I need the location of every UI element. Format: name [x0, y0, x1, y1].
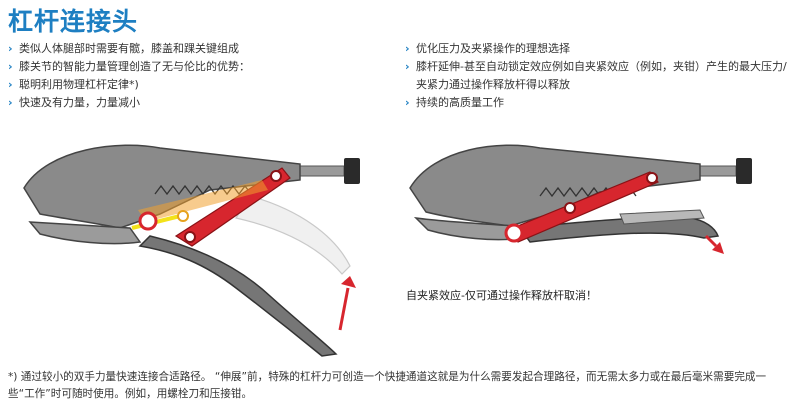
pivot-joint — [646, 172, 658, 184]
ghost-handle — [235, 195, 351, 275]
chevron-right-icon: › — [405, 42, 410, 55]
pivot-joint — [504, 223, 524, 243]
pivot-joint — [564, 202, 576, 214]
arrow-up-icon — [338, 276, 356, 331]
arrow-down-icon — [704, 234, 724, 254]
list-item: ›持续的高质量工作 — [405, 94, 787, 112]
list-item: ›膝杆延伸-甚至自动锁定效应例如自夹紧效应（例如，夹钳）产生的最大压力/夹紧力通… — [405, 60, 787, 91]
chevron-right-icon: › — [8, 78, 13, 91]
pivot-joint — [184, 231, 196, 243]
caption: 自夹紧效应-仅可通过操作释放杆取消！ — [406, 289, 597, 302]
open-pliers-illustration — [23, 144, 360, 357]
ghost-lever-orange — [138, 180, 268, 222]
lower-handle — [518, 216, 720, 243]
adjusting-screw — [699, 158, 752, 184]
list-item: ›快速及有力量，力量减小 — [8, 94, 388, 112]
left-bullet-list: ›类似人体腿部时需要有髋，膝盖和踝关键组成 ›膝关节的智能力量管理创造了无与伦比… — [8, 40, 388, 112]
chevron-right-icon: › — [8, 60, 13, 73]
pivot-joint — [270, 170, 282, 182]
chevron-right-icon: › — [8, 42, 13, 55]
list-item: ›类似人体腿部时需要有髋，膝盖和踝关键组成 — [8, 40, 388, 58]
list-item: ›膝关节的智能力量管理创造了无与伦比的优势： — [8, 58, 388, 76]
lower-handle — [138, 235, 338, 357]
list-item: ›优化压力及夹紧操作的理想选择 — [405, 40, 787, 58]
upper-jaw-body — [409, 144, 701, 227]
release-lever — [619, 209, 705, 225]
chevron-right-icon: › — [405, 96, 410, 109]
list-item: ›聪明利用物理杠杆定律*) — [8, 76, 388, 94]
locked-pliers-illustration — [409, 144, 752, 254]
footnote: *) 通过较小的双手力量快速连接合适路径。 “伸展”前，特殊的杠杆力可创造一个快… — [8, 371, 767, 400]
right-bullet-list: ›优化压力及夹紧操作的理想选择 ›膝杆延伸-甚至自动锁定效应例如自夹紧效应（例如… — [405, 40, 787, 112]
adjusting-screw — [299, 158, 360, 184]
lower-jaw — [28, 221, 142, 245]
chevron-right-icon: › — [405, 60, 410, 73]
chevron-right-icon: › — [8, 96, 13, 109]
pivot-joint — [138, 211, 158, 231]
page-title: 杠杆连接头 — [8, 7, 139, 36]
pivot-joint — [177, 210, 189, 222]
